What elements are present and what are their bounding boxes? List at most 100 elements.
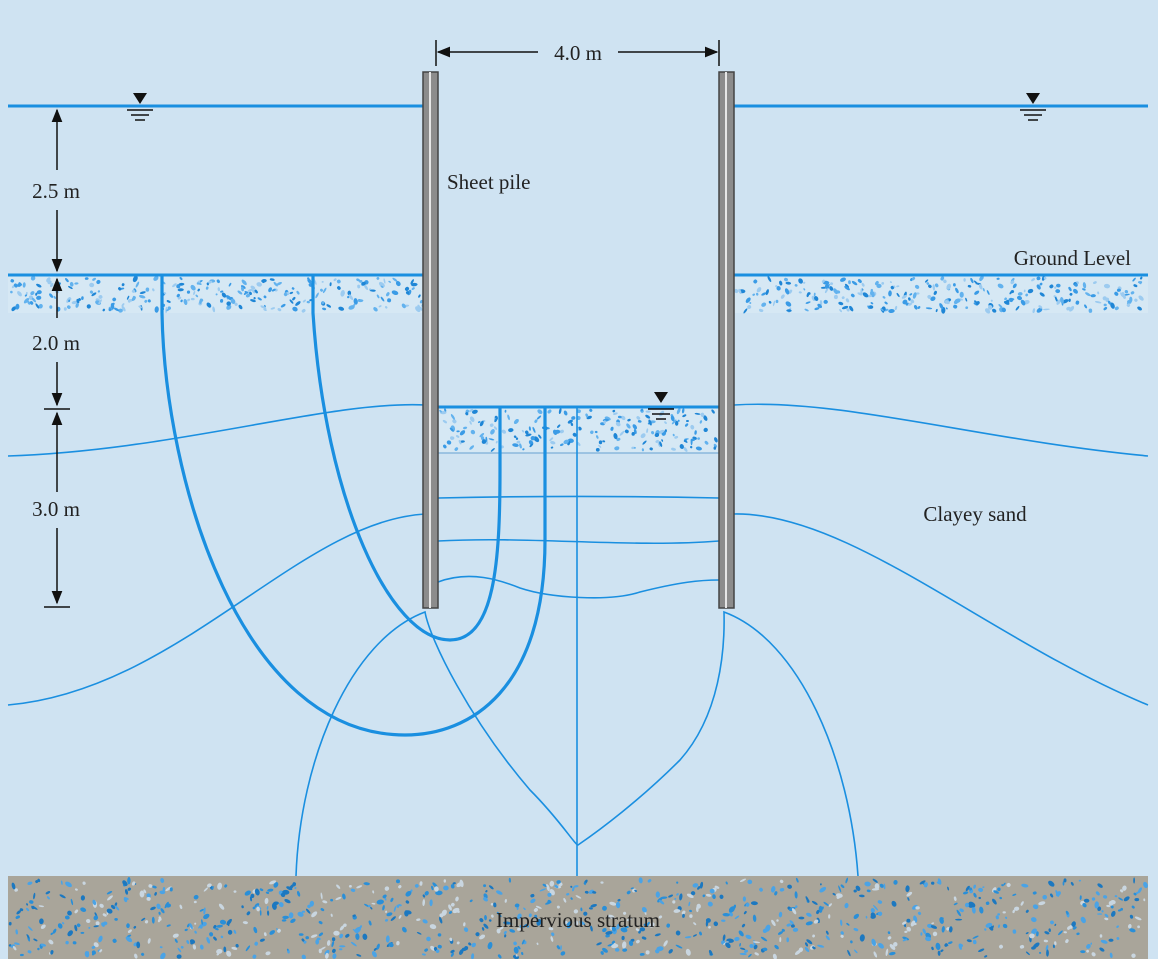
speckle — [626, 423, 631, 429]
speckle — [292, 296, 296, 301]
speckle — [768, 300, 772, 304]
speckle — [231, 946, 238, 950]
speckle — [362, 933, 368, 940]
speckle — [456, 430, 460, 433]
speckle — [321, 301, 325, 305]
speckle — [1133, 892, 1137, 896]
speckle — [80, 931, 85, 934]
speckle — [443, 444, 447, 449]
speckle — [1036, 931, 1039, 937]
speckle — [1090, 294, 1096, 298]
speckle — [228, 282, 232, 287]
speckle — [475, 932, 480, 937]
speckle — [193, 894, 199, 900]
speckle — [816, 909, 820, 915]
speckle — [193, 290, 196, 296]
speckle — [1021, 883, 1029, 888]
speckle — [206, 302, 212, 308]
speckle — [483, 884, 487, 888]
flow-lines — [160, 275, 547, 737]
speckle — [878, 942, 884, 949]
speckle — [779, 879, 784, 884]
speckle — [647, 879, 652, 883]
speckle — [353, 303, 356, 306]
speckle — [688, 901, 691, 907]
speckle — [985, 922, 993, 928]
speckle — [521, 951, 524, 956]
speckle — [216, 279, 220, 284]
speckle — [471, 409, 478, 414]
speckle — [697, 437, 700, 440]
speckle — [824, 284, 830, 290]
speckle — [332, 953, 337, 959]
speckle — [1067, 926, 1071, 930]
speckle — [577, 426, 582, 431]
speckle — [742, 896, 747, 902]
speckle — [1048, 928, 1051, 932]
speckle — [922, 928, 927, 935]
speckle — [946, 283, 951, 290]
speckle — [15, 303, 20, 310]
speckle — [114, 917, 118, 921]
speckle — [22, 282, 26, 288]
speckle — [151, 916, 155, 924]
speckle — [421, 953, 426, 956]
speckle — [965, 885, 970, 892]
speckle — [776, 286, 781, 291]
speckle — [970, 277, 974, 284]
speckle — [519, 443, 522, 449]
speckle — [944, 300, 950, 305]
speckle — [965, 297, 968, 302]
speckle — [641, 906, 647, 913]
speckle — [638, 930, 641, 934]
speckle — [888, 290, 892, 297]
speckle — [631, 432, 635, 436]
speckle — [579, 920, 586, 926]
speckle — [190, 941, 194, 945]
speckle — [982, 886, 985, 889]
speckle — [251, 289, 256, 294]
speckle — [638, 877, 643, 884]
speckle — [513, 946, 519, 954]
speckle — [15, 915, 21, 919]
speckle — [295, 301, 301, 306]
speckle — [538, 434, 542, 439]
speckle — [376, 276, 380, 280]
speckle — [226, 301, 231, 306]
speckle — [1137, 887, 1142, 894]
speckle — [1012, 909, 1015, 914]
speckle — [265, 891, 270, 894]
speckle — [906, 926, 911, 932]
speckle — [787, 884, 792, 889]
speckle — [124, 889, 129, 895]
speckle — [384, 306, 388, 309]
speckle — [750, 901, 758, 906]
speckle — [937, 950, 941, 956]
speckle — [867, 305, 870, 309]
speckle — [889, 281, 892, 283]
speckle — [503, 921, 511, 925]
speckle — [305, 908, 311, 914]
speckle — [33, 892, 36, 900]
speckle — [785, 301, 792, 307]
speckle — [528, 426, 531, 431]
speckle — [693, 922, 697, 926]
speckle — [99, 903, 104, 908]
speckle — [776, 919, 779, 922]
speckle — [934, 283, 939, 288]
speckle — [203, 887, 209, 892]
speckle — [1038, 305, 1043, 309]
speckle — [30, 275, 36, 281]
speckle — [819, 300, 823, 306]
speckle — [254, 888, 260, 896]
speckle — [27, 926, 33, 931]
speckle — [570, 885, 573, 888]
speckle — [122, 880, 128, 886]
speckle — [212, 306, 216, 313]
speckle — [605, 931, 613, 935]
speckle — [658, 899, 665, 905]
speckle — [1080, 916, 1086, 924]
speckle — [517, 945, 521, 950]
speckle — [663, 940, 668, 947]
speckle — [74, 282, 79, 285]
